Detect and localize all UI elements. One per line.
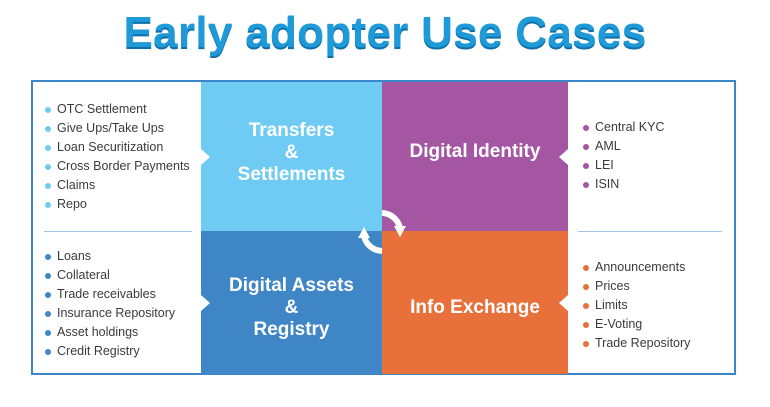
list-item: E-Voting <box>583 315 690 334</box>
list-item: Collateral <box>45 266 175 285</box>
list-item: Trade receivables <box>45 285 175 304</box>
list-item: Limits <box>583 296 690 315</box>
transfers-title-ampersand: & <box>284 141 299 163</box>
pointer-info <box>559 295 568 311</box>
list-item: Claims <box>45 176 190 195</box>
assets-use-case-list: Loans Collateral Trade receivables Insur… <box>45 247 175 361</box>
list-item: OTC Settlement <box>45 100 190 119</box>
info-title: Info Exchange <box>410 296 540 318</box>
identity-title: Digital Identity <box>409 140 541 162</box>
list-item: Asset holdings <box>45 323 175 342</box>
list-item: LEI <box>583 156 664 175</box>
transfers-title-line3: Settlements <box>237 163 346 185</box>
assets-title-line1: Digital Assets <box>229 274 354 296</box>
list-item: Repo <box>45 195 190 214</box>
identity-use-case-list: Central KYC AML LEI ISIN <box>583 118 664 194</box>
list-item: Cross Border Payments <box>45 157 190 176</box>
info-use-case-list: Announcements Prices Limits E-Voting Tra… <box>583 258 690 353</box>
transfers-title-line1: Transfers <box>248 119 335 141</box>
cycle-arrows-icon <box>358 210 406 254</box>
right-divider <box>578 231 722 232</box>
list-item: Trade Repository <box>583 334 690 353</box>
list-item: Loan Securitization <box>45 138 190 157</box>
list-item: Credit Registry <box>45 342 175 361</box>
quadrant-info-exchange: Info Exchange <box>382 231 568 374</box>
list-item: Give Ups/Take Ups <box>45 119 190 138</box>
pointer-assets <box>201 295 210 311</box>
quadrant-digital-assets-registry: Digital Assets & Registry <box>201 231 382 374</box>
left-divider <box>44 231 192 232</box>
list-item: Central KYC <box>583 118 664 137</box>
list-item: Loans <box>45 247 175 266</box>
list-item: Insurance Repository <box>45 304 175 323</box>
assets-title-line3: Registry <box>253 318 330 340</box>
pointer-identity <box>559 149 568 165</box>
assets-title-ampersand: & <box>284 296 299 318</box>
list-item: ISIN <box>583 175 664 194</box>
list-item: Announcements <box>583 258 690 277</box>
quadrant-transfers-settlements: Transfers & Settlements <box>201 82 382 231</box>
transfers-use-case-list: OTC Settlement Give Ups/Take Ups Loan Se… <box>45 100 190 214</box>
quadrant-digital-identity: Digital Identity <box>382 82 568 231</box>
list-item: AML <box>583 137 664 156</box>
pointer-transfers <box>201 149 210 165</box>
page-title: Early adopter Use Cases <box>123 8 647 57</box>
list-item: Prices <box>583 277 690 296</box>
